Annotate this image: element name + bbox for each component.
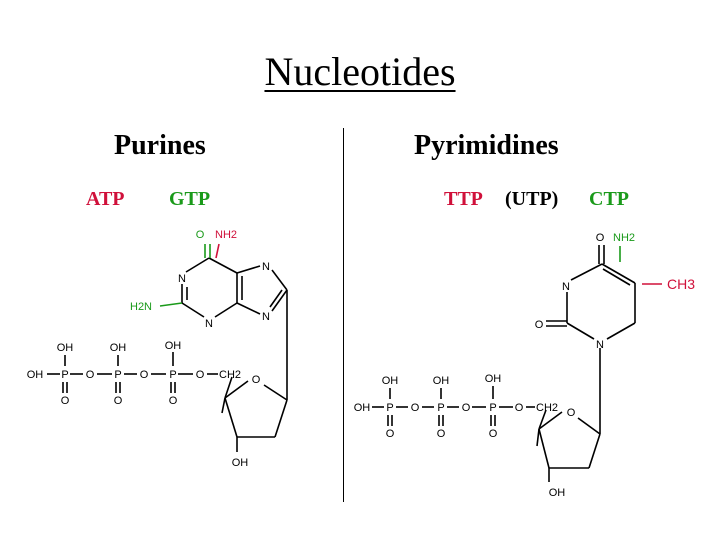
purine-oh-left: OH — [27, 369, 44, 381]
pyrimidine-o2: O — [535, 319, 544, 331]
pyrimidine-oh1: OH — [382, 375, 399, 387]
pyrimidine-ch2: CH2 — [536, 402, 558, 414]
purine-o-top: O — [196, 229, 205, 241]
purines-heading: Purines — [114, 130, 206, 161]
pyrimidine-oh3: OH — [485, 373, 502, 385]
pyrimidine-p3: P — [489, 402, 496, 414]
pyrimidine-atoms: O NH2 CH3 N O N OH OH OH OH P P P O O O … — [354, 232, 695, 499]
purine-n7: N — [262, 261, 270, 273]
ttp-label: TTP — [444, 188, 483, 210]
page-title: Nucleotides — [0, 48, 720, 95]
purine-o-c: O — [196, 369, 205, 381]
pyrimidine-o-top: O — [596, 232, 605, 244]
pyrimidine-o-bottom3: O — [489, 428, 498, 440]
pyrimidine-oh2: OH — [433, 375, 450, 387]
pyrimidine-n1: N — [596, 339, 604, 351]
purine-n3: N — [205, 318, 213, 330]
pyrimidine-structure — [372, 245, 662, 482]
pyrimidine-p1: P — [386, 402, 393, 414]
purine-oh2: OH — [110, 342, 127, 354]
pyrimidine-o-b: O — [462, 402, 471, 414]
purine-o-ring: O — [252, 374, 261, 386]
purine-o-b: O — [140, 369, 149, 381]
pyrimidine-o-c: O — [515, 402, 524, 414]
ctp-label: CTP — [589, 188, 629, 210]
pyrimidine-nh2-top: NH2 — [613, 232, 635, 244]
gtp-label: GTP — [169, 188, 211, 210]
pyrimidines-heading: Pyrimidines — [414, 130, 559, 161]
pyrimidine-o-bottom1: O — [386, 428, 395, 440]
pyrimidine-n3: N — [562, 281, 570, 293]
purine-o-bottom1: O — [61, 395, 70, 407]
pyrimidine-ch3: CH3 — [667, 276, 695, 292]
pyrimidine-o-bottom2: O — [437, 428, 446, 440]
pyrimidine-o-ring: O — [567, 407, 576, 419]
purine-oh3: OH — [165, 340, 182, 352]
purine-h2n: H2N — [130, 301, 152, 313]
purine-p2: P — [114, 369, 121, 381]
purine-structure — [47, 243, 288, 452]
purine-o-a: O — [86, 369, 95, 381]
purine-oh1: OH — [57, 342, 74, 354]
pyrimidine-oh-sugar: OH — [549, 487, 566, 499]
purine-n1: N — [178, 273, 186, 285]
title-text: Nucleotides — [264, 49, 456, 94]
purine-p3: P — [169, 369, 176, 381]
pyrimidine-o-a: O — [411, 402, 420, 414]
purine-ch2: CH2 — [219, 369, 241, 381]
purine-n9: N — [262, 311, 270, 323]
section-divider — [343, 128, 344, 502]
purine-nh2-top: NH2 — [215, 229, 237, 241]
purine-p1: P — [61, 369, 68, 381]
utp-label: (UTP) — [505, 188, 559, 210]
purine-o-bottom3: O — [169, 395, 178, 407]
purine-o-bottom2: O — [114, 395, 123, 407]
atp-label: ATP — [86, 188, 125, 210]
pyrimidine-oh-left: OH — [354, 402, 371, 414]
pyrimidine-p2: P — [437, 402, 444, 414]
purine-oh-sugar: OH — [232, 457, 249, 469]
purine-atoms: O NH2 N N N N H2N OH OH OH OH P P P O O … — [27, 229, 270, 469]
